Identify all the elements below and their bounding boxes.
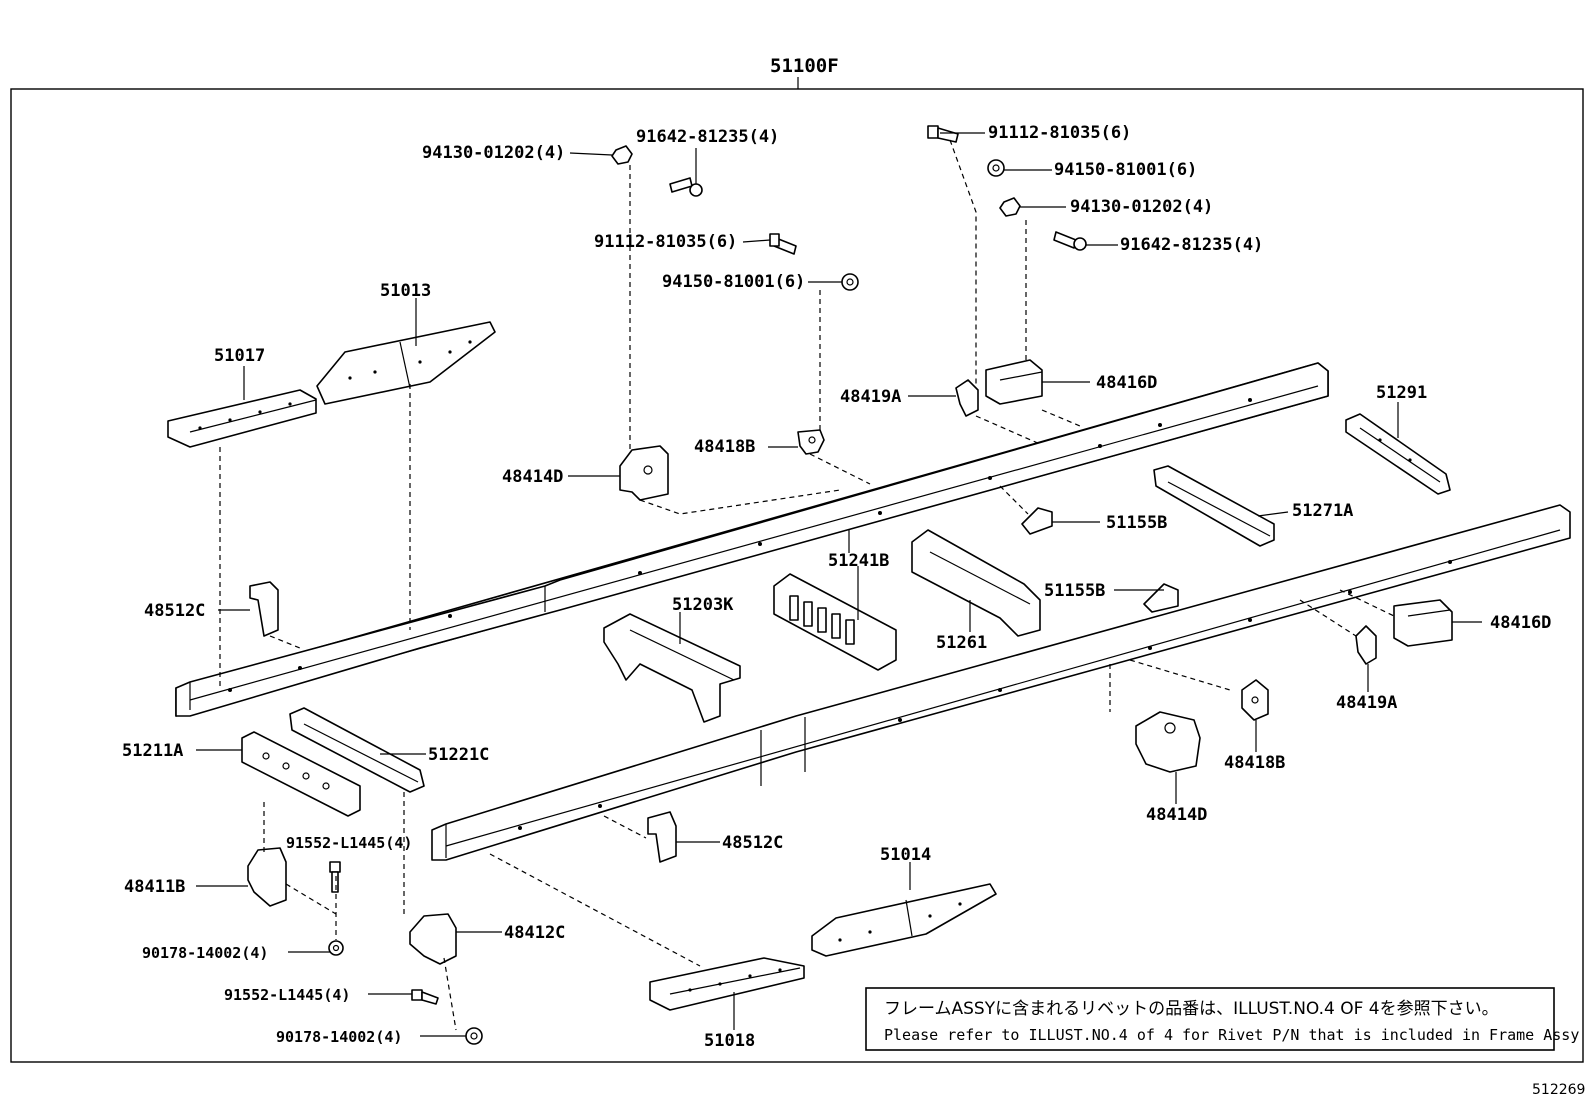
label-94130-01202-upper[interactable]: 94130-01202(4) [422, 143, 565, 163]
label-48419A-upper[interactable]: 48419A [840, 387, 901, 407]
bolt-91642-upper[interactable] [669, 177, 703, 197]
bolt-91112-upper[interactable] [769, 233, 797, 255]
bolt-91642-lower[interactable] [1053, 231, 1087, 251]
part-51291[interactable] [1345, 413, 1451, 495]
label-94150-81001-upper[interactable]: 94150-81001(6) [662, 272, 805, 292]
part-48418B-upper[interactable] [797, 429, 825, 455]
part-51017[interactable] [167, 389, 317, 448]
label-51014[interactable]: 51014 [880, 845, 931, 865]
label-51221C[interactable]: 51221C [428, 745, 489, 765]
label-48418B-upper[interactable]: 48418B [694, 437, 755, 457]
label-48411B[interactable]: 48411B [124, 877, 185, 897]
part-48416D-lower[interactable] [1393, 599, 1453, 647]
label-48416D-upper[interactable]: 48416D [1096, 373, 1157, 393]
nut-94150-lower[interactable] [987, 159, 1005, 177]
label-48512C-upper[interactable]: 48512C [144, 601, 205, 621]
label-51203K[interactable]: 51203K [672, 595, 734, 615]
part-48419A-lower[interactable] [1355, 625, 1377, 665]
label-51018[interactable]: 51018 [704, 1031, 755, 1051]
nut-94150-upper[interactable] [841, 273, 859, 291]
part-48416D-upper[interactable] [985, 359, 1043, 405]
label-48414D-upper[interactable]: 48414D [502, 467, 563, 487]
label-48418B-lower[interactable]: 48418B [1224, 753, 1285, 773]
part-51211A[interactable] [241, 731, 361, 817]
part-48419A-upper[interactable] [955, 379, 979, 417]
part-48411B[interactable] [247, 847, 287, 907]
part-48512C-upper[interactable] [249, 581, 279, 637]
part-51155B-upper[interactable] [1021, 507, 1053, 535]
label-94150-81001-lower[interactable]: 94150-81001(6) [1054, 160, 1197, 180]
part-51014[interactable] [811, 883, 997, 957]
label-51261[interactable]: 51261 [936, 633, 987, 653]
label-51291[interactable]: 51291 [1376, 383, 1427, 403]
label-48414D-lower[interactable]: 48414D [1146, 805, 1207, 825]
part-51221C[interactable] [289, 707, 425, 793]
note-japanese: フレームASSYに含まれるリベットの品番は、ILLUST.NO.4 OF 4を参… [884, 999, 1499, 1019]
label-91642-81235-upper[interactable]: 91642-81235(4) [636, 127, 779, 147]
label-90178-14002-lower[interactable]: 90178-14002(4) [276, 1028, 402, 1046]
assembly-frame [10, 88, 1584, 1063]
label-51013[interactable]: 51013 [380, 281, 431, 301]
part-48414D-lower[interactable] [1135, 711, 1201, 773]
bolt-91112-lower[interactable] [927, 125, 959, 143]
part-48414D-upper[interactable] [619, 445, 669, 501]
part-51013[interactable] [316, 321, 496, 405]
rivet-note-box: フレームASSYに含まれるリベットの品番は、ILLUST.NO.4 OF 4を参… [865, 987, 1579, 1051]
frame-rail-right[interactable] [431, 504, 1571, 861]
assembly-label[interactable]: 51100F [770, 55, 839, 77]
label-48419A-lower[interactable]: 48419A [1336, 693, 1397, 713]
bolt-91552-upper[interactable] [329, 861, 341, 893]
label-91112-81035-lower[interactable]: 91112-81035(6) [988, 123, 1131, 143]
label-91552-L1445-upper[interactable]: 91552-L1445(4) [286, 834, 412, 852]
part-51018[interactable] [649, 957, 805, 1011]
bolt-91552-lower[interactable] [411, 989, 439, 1005]
assembly-dashed-lines [219, 139, 1395, 1031]
label-91552-L1445-lower[interactable]: 91552-L1445(4) [224, 986, 350, 1004]
label-51155B-upper[interactable]: 51155B [1106, 513, 1167, 533]
label-51211A[interactable]: 51211A [122, 741, 183, 761]
note-english: Please refer to ILLUST.NO.4 of 4 for Riv… [884, 1026, 1579, 1044]
frame-rail-left[interactable] [175, 362, 1329, 717]
nut-90178-upper[interactable] [328, 940, 344, 956]
nut-94130-lower[interactable] [999, 197, 1021, 217]
label-51155B-lower[interactable]: 51155B [1044, 581, 1105, 601]
label-94130-01202-lower[interactable]: 94130-01202(4) [1070, 197, 1213, 217]
leader-lines [196, 132, 1482, 1037]
nut-90178-lower[interactable] [465, 1027, 483, 1045]
part-48412C[interactable] [409, 913, 457, 965]
label-51017[interactable]: 51017 [214, 346, 265, 366]
nut-94130-upper[interactable] [611, 145, 633, 165]
label-91642-81235-lower[interactable]: 91642-81235(4) [1120, 235, 1263, 255]
label-48512C-lower[interactable]: 48512C [722, 833, 783, 853]
label-90178-14002-upper[interactable]: 90178-14002(4) [142, 944, 268, 962]
label-48416D-lower[interactable]: 48416D [1490, 613, 1551, 633]
part-51261[interactable] [911, 529, 1041, 637]
part-51241B[interactable] [773, 573, 897, 671]
label-91112-81035-upper[interactable]: 91112-81035(6) [594, 232, 737, 252]
part-51271A[interactable] [1153, 465, 1275, 547]
part-51155B-lower[interactable] [1143, 583, 1179, 613]
label-51271A[interactable]: 51271A [1292, 501, 1353, 521]
illustration-id: 512269 [1532, 1082, 1585, 1098]
label-48412C[interactable]: 48412C [504, 923, 565, 943]
part-48512C-lower[interactable] [647, 811, 677, 863]
part-51203K[interactable] [603, 613, 741, 723]
label-51241B[interactable]: 51241B [828, 551, 889, 571]
part-48418B-lower[interactable] [1241, 679, 1269, 721]
